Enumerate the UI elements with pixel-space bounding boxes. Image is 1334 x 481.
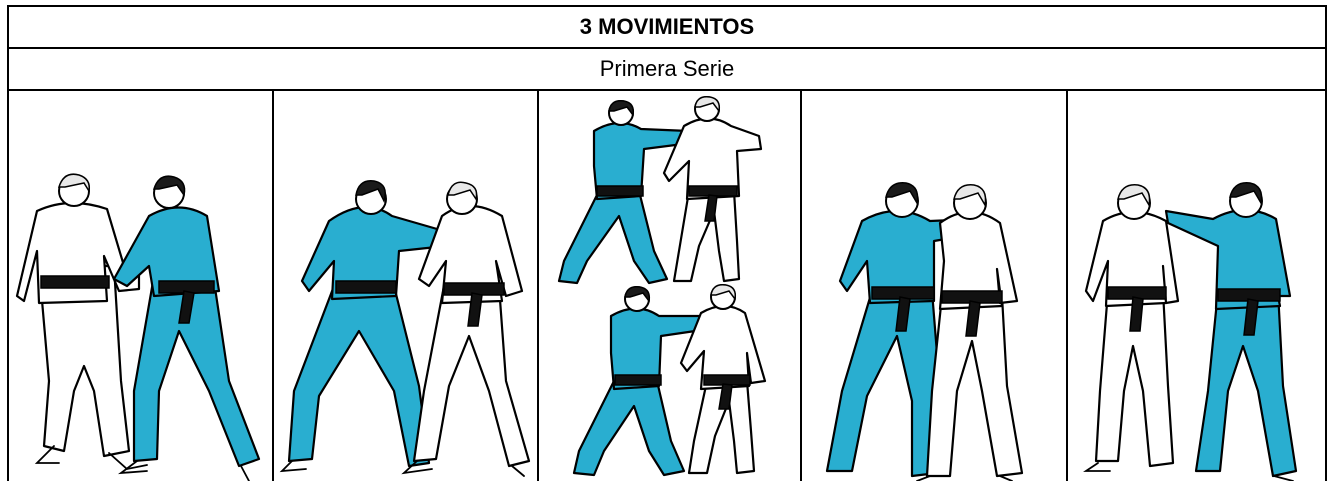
white-judoka-figure [916,184,1024,481]
white-judoka-figure [401,181,531,477]
judo-illustration-4 [825,182,1024,481]
judo-illustration-5 [1083,182,1298,481]
illustration-panel-4 [802,91,1068,481]
illustration-panel-3 [539,91,802,481]
blue-judoka-figure-bottom [572,285,711,477]
blue-judoka-figure-top [557,99,693,285]
illustration-panel-1 [9,91,274,481]
movement-table: 3 MOVIMIENTOS Primera Serie [7,5,1327,481]
white-judoka-figure [15,173,148,470]
judo-illustration-2 [279,180,531,477]
blue-judoka-figure [279,180,448,473]
judo-illustration-3-top [557,95,767,477]
white-judoka-figure [1083,184,1180,472]
illustration-panel-5 [1068,91,1325,481]
judo-illustration-1 [15,173,261,481]
table-subtitle: Primera Serie [9,49,1325,91]
illustration-panel-2 [274,91,539,481]
illustration-row [9,91,1325,481]
blue-judoka-figure [1164,182,1298,481]
white-judoka-figure-bottom [679,283,767,475]
white-judoka-figure-top [662,95,763,283]
table-title: 3 MOVIMIENTOS [9,7,1325,49]
blue-judoka-figure [112,175,261,481]
